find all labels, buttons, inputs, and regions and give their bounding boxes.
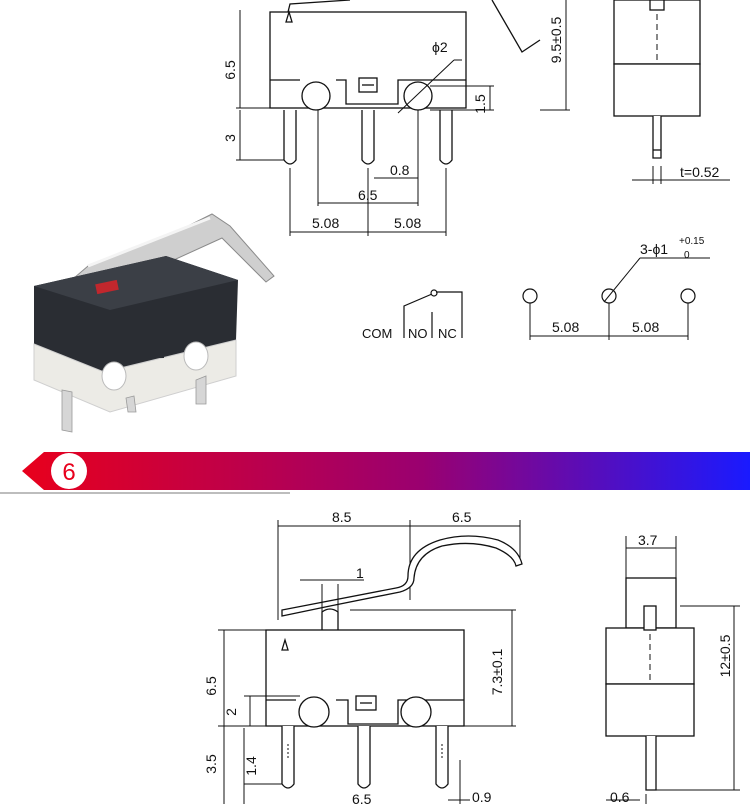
dim-top-1-5: 1.5 <box>472 94 488 114</box>
top-side-view <box>613 0 730 184</box>
banner-number: 6 <box>62 459 75 486</box>
pcb-hole-pattern <box>522 257 710 340</box>
top-switch-body <box>269 11 467 109</box>
hole-1 <box>522 288 538 304</box>
bottom-front-view <box>218 520 523 804</box>
dim-bottom-6-5-pins: 6.5 <box>352 791 372 804</box>
dim-bottom-7-3: 7.3±0.1 <box>489 648 505 695</box>
dim-side-12: 12±0.5 <box>717 634 733 677</box>
bottom-side-terminal <box>645 736 657 791</box>
dim-top-5-08-left: 5.08 <box>312 215 339 231</box>
top-hole-com <box>301 81 331 111</box>
bottom-lever <box>281 535 523 617</box>
dim-top-phi2: ϕ2 <box>432 39 448 55</box>
hole-tol-lower: 0 <box>684 250 690 261</box>
bottom-hole-com <box>298 696 330 728</box>
dim-bottom-1-4: 1.4 <box>243 756 259 776</box>
dim-bottom-8-5: 8.5 <box>332 509 352 525</box>
dim-bottom-0-9: 0.9 <box>472 789 492 804</box>
top-pin-right <box>439 110 453 165</box>
banner-badge <box>51 453 87 489</box>
photo-pin-left <box>61 389 73 433</box>
bottom-hole-nc <box>400 696 432 728</box>
dim-top-height-6-5: 6.5 <box>222 60 238 80</box>
photo-pin-right <box>195 375 207 405</box>
dim-bottom-1: 1 <box>356 565 364 581</box>
dim-bottom-3-5: 3.5 <box>203 754 219 774</box>
photo-pin-mid <box>125 395 137 413</box>
bottom-pin-mid <box>357 726 371 789</box>
circuit-symbol <box>403 289 463 338</box>
top-pin-mid <box>361 110 375 165</box>
switch-photo <box>33 213 275 433</box>
dim-side-3-7: 3.7 <box>638 532 658 548</box>
circuit-label-nc: NC <box>438 326 457 341</box>
top-front-view <box>236 0 570 236</box>
dim-top-pin-3: 3 <box>222 134 238 142</box>
dim-top-6-5: 6.5 <box>358 187 378 203</box>
top-side-terminal <box>652 116 662 159</box>
dim-top-thickness: t=0.52 <box>680 164 720 180</box>
hole-spec: 3-ϕ1 <box>640 241 668 257</box>
top-pin-left <box>283 110 297 165</box>
bottom-side-view <box>605 536 740 804</box>
banner-bar <box>22 452 750 490</box>
hole-tol-upper: +0.15 <box>679 236 705 247</box>
dim-bottom-6-5-left: 6.5 <box>203 676 219 696</box>
dim-bottom-2: 2 <box>223 708 239 716</box>
dim-hole-5-08-left: 5.08 <box>552 319 579 335</box>
bottom-switch-body <box>265 629 465 727</box>
dim-top-9-5: 9.5±0.5 <box>548 16 564 63</box>
hole-3 <box>680 288 696 304</box>
hole-spec-prefix: 3-ϕ1 <box>640 241 668 257</box>
circuit-label-no: NO <box>408 326 428 341</box>
dim-top-5-08-right: 5.08 <box>394 215 421 231</box>
dim-bottom-6-5-top: 6.5 <box>452 509 472 525</box>
dim-top-0-8: 0.8 <box>390 162 410 178</box>
circuit-label-com: COM <box>362 326 392 341</box>
dim-side-0-6: 0.6 <box>610 789 630 804</box>
section-banner: 6 <box>0 452 750 494</box>
top-lever <box>287 0 541 53</box>
top-hole-nc <box>403 81 433 111</box>
dim-hole-5-08-right: 5.08 <box>632 319 659 335</box>
